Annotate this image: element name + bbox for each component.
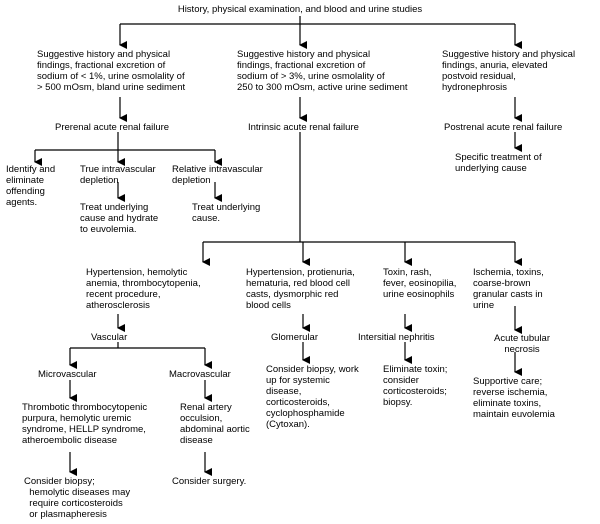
microvascular-node: Microvascular xyxy=(38,369,97,380)
true-depletion-node: True intravascular depletion xyxy=(80,164,156,186)
macro-action-node: Consider surgery. xyxy=(172,476,247,487)
macro-diseases-node: Renal artery occulsion, abdominal aortic… xyxy=(180,402,250,446)
macrovascular-node: Macrovascular xyxy=(169,369,231,380)
intrinsic-findings-node: Suggestive history and physical findings… xyxy=(237,49,408,93)
interstitial-action-node: Eliminate toxin; consider corticosteroid… xyxy=(383,364,448,408)
root-node: History, physical examination, and blood… xyxy=(177,4,423,15)
relative-depletion-action-node: Treat underlying cause. xyxy=(192,202,261,224)
true-depletion-action-node: Treat underlying cause and hydrate to eu… xyxy=(80,202,159,235)
intrinsic-diagnosis-node: Intrinsic acute renal failure xyxy=(248,122,359,133)
interstitial-findings-node: Toxin, rash, fever, eosinopilia, urine e… xyxy=(383,267,457,300)
identify-agents-node: Identify and eliminate offending agents. xyxy=(6,164,56,208)
micro-diseases-node: Thrombotic thrombocytopenic purpura, hem… xyxy=(22,402,148,446)
vascular-node: Vascular xyxy=(91,332,128,343)
glomerular-findings-node: Hypertension, protienuria, hematuria, re… xyxy=(246,267,355,311)
prerenal-diagnosis-node: Prerenal acute renal failure xyxy=(55,122,170,133)
postrenal-findings-node: Suggestive history and physical findings… xyxy=(442,49,576,93)
glomerular-action-node: Consider biopsy, work up for systemic di… xyxy=(266,364,359,430)
atn-node: Acute tubular necrosis xyxy=(494,333,550,355)
postrenal-diagnosis-node: Postrenal acute renal failure xyxy=(444,122,563,133)
micro-action-node: Consider biopsy; hemolytic diseases may … xyxy=(24,476,131,520)
glomerular-node: Glomerular xyxy=(271,332,318,343)
vascular-findings-node: Hypertension, hemolytic anemia, thromboc… xyxy=(86,267,201,311)
postrenal-action-node: Specific treatment of underlying cause xyxy=(455,152,542,174)
relative-depletion-node: Relative intravascular depletion xyxy=(172,164,263,186)
interstitial-node: Intersitial nephritis xyxy=(358,332,435,343)
prerenal-findings-node: Suggestive history and physical findings… xyxy=(37,49,186,93)
atn-action-node: Supportive care; reverse ischemia, elimi… xyxy=(473,376,555,420)
atn-findings-node: Ischemia, toxins, coarse-brown granular … xyxy=(473,267,544,311)
